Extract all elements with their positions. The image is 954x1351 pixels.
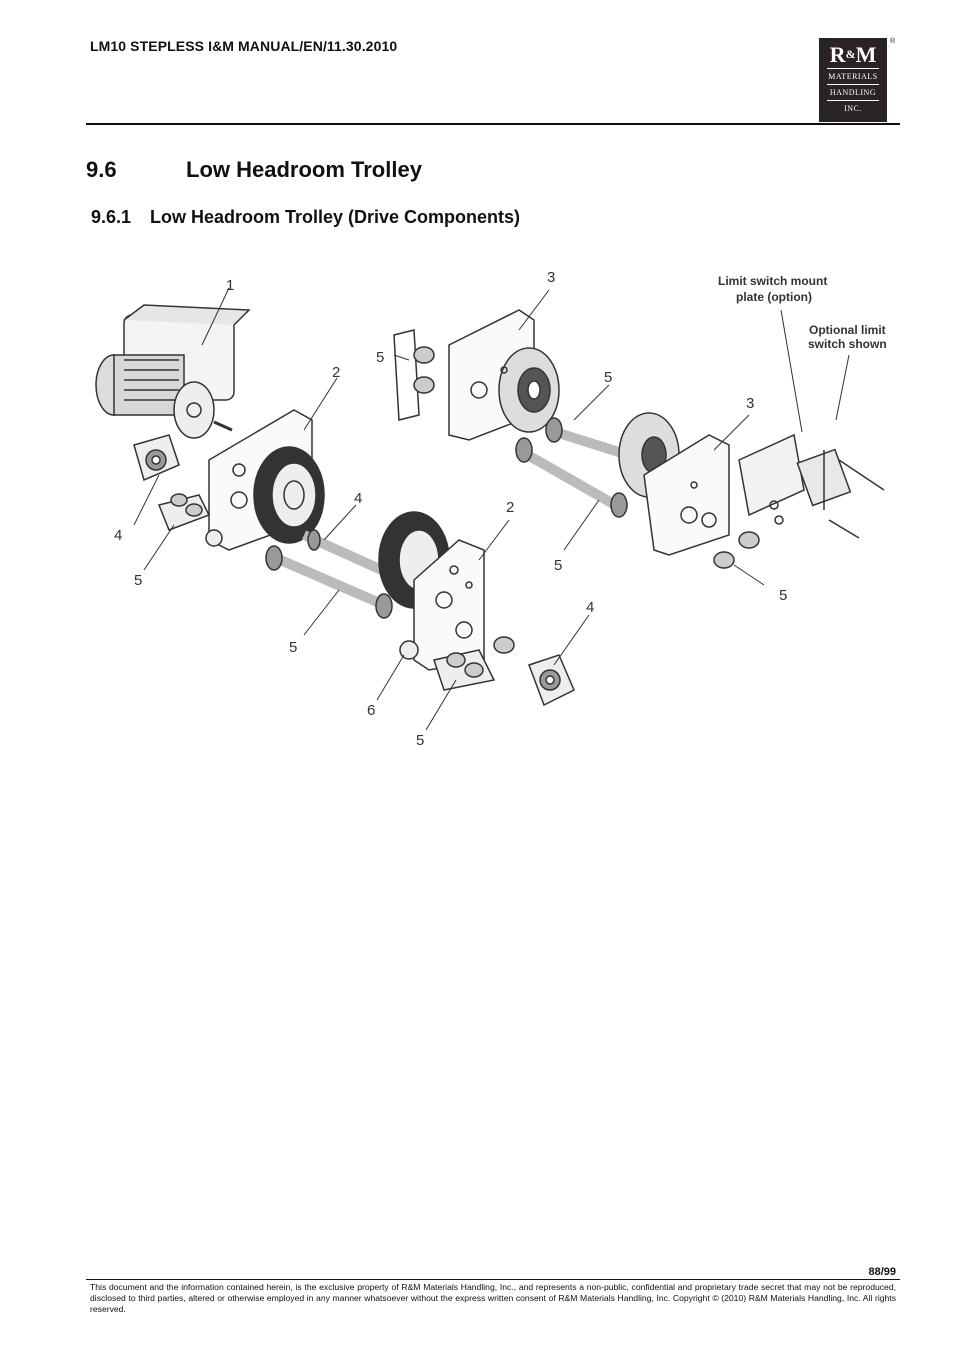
callout-6: 6 (367, 702, 375, 719)
callout-5-top: 5 (376, 349, 384, 366)
footer-divider (86, 1279, 900, 1280)
header-divider (86, 123, 900, 125)
callout-5-left: 5 (134, 572, 142, 589)
note-limit-switch-line1: Optional limit (809, 323, 886, 337)
note-limit-plate-line2: plate (option) (736, 290, 812, 304)
callout-4-left: 4 (114, 527, 122, 544)
logo-line-materials: MATERIALS (828, 72, 878, 81)
subsection-title: Low Headroom Trolley (Drive Components) (150, 207, 521, 227)
page-number: 88/99 (868, 1266, 896, 1278)
registered-mark: ® (890, 38, 896, 45)
bearing-bottom (528, 654, 575, 707)
callout-5-top-right: 5 (604, 369, 612, 386)
callout-3-top: 3 (547, 269, 555, 286)
callout-4-bottom: 4 (586, 599, 594, 616)
callout-5-mid-right: 5 (554, 557, 562, 574)
leader-lines (133, 287, 850, 731)
document-header-title: LM10 STEPLESS I&M MANUAL/EN/11.30.2010 (90, 38, 398, 54)
limit-switch-assembly (738, 433, 885, 539)
section-title: Low Headroom Trolley (186, 157, 422, 182)
callout-4-center: 4 (354, 490, 362, 507)
drive-shafts-middle (265, 529, 407, 619)
company-logo: R&M MATERIALS HANDLING INC. (819, 38, 887, 122)
drive-shafts-right (515, 417, 646, 518)
callout-5-right: 5 (779, 587, 787, 604)
callout-2-center: 2 (506, 499, 514, 516)
section-number: 9.6 (86, 157, 117, 182)
bearing-left (133, 434, 180, 482)
callout-2-left: 2 (332, 364, 340, 381)
side-plate-center (378, 511, 485, 671)
exploded-drive-components-diagram: 1 2 2 3 3 4 4 4 5 5 5 5 5 5 5 6 Limit sw… (95, 269, 887, 749)
logo-line-handling: HANDLING (829, 88, 877, 97)
callout-5-bottom: 5 (416, 732, 424, 749)
callout-3-right: 3 (746, 395, 754, 412)
note-limit-plate-line1: Limit switch mount (718, 274, 827, 288)
note-limit-switch-line2: switch shown (808, 337, 887, 351)
side-plate-left (205, 409, 325, 551)
fasteners-left (157, 493, 211, 531)
side-plate-top (393, 309, 560, 441)
callout-5-center: 5 (289, 639, 297, 656)
fasteners-right (713, 531, 760, 569)
motor-gearbox (95, 304, 251, 439)
fasteners-bottom (433, 636, 515, 691)
callout-1: 1 (226, 277, 234, 294)
footer-legal-notice: This document and the information contai… (90, 1282, 896, 1314)
subsection-number: 9.6.1 (91, 207, 132, 227)
logo-line-inc: INC. (844, 104, 862, 113)
logo-brand: R&M (829, 42, 877, 67)
side-plate-right (618, 412, 730, 556)
